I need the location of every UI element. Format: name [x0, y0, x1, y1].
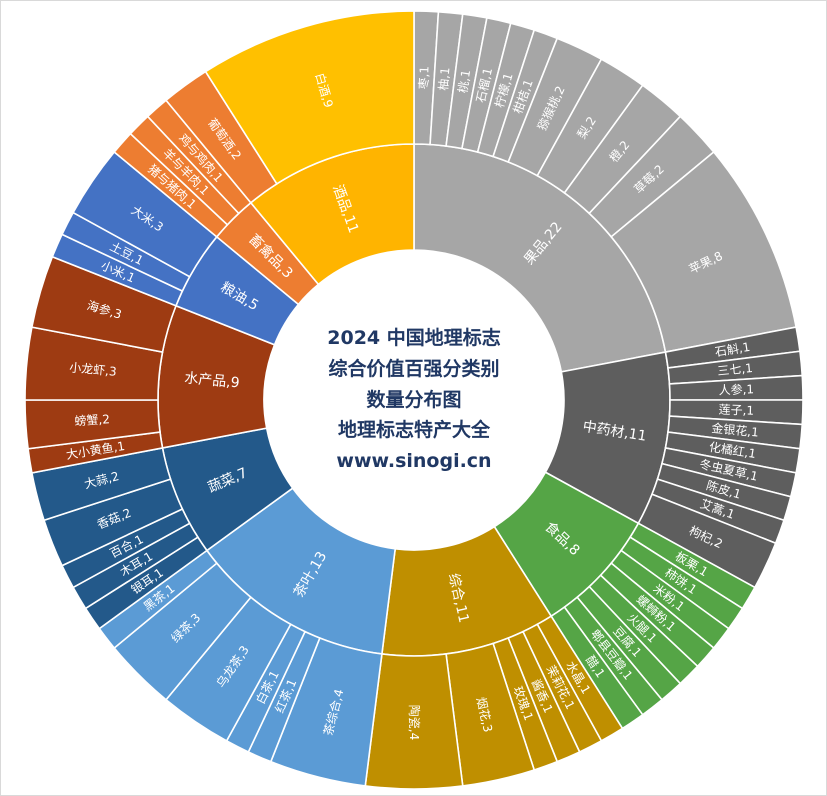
chart-center-block: 2024 中国地理标志 综合价值百强分类别 数量分布图 地理标志特产大全 www…: [327, 323, 501, 477]
center-subtitle: 地理标志特产大全: [337, 419, 490, 442]
sunburst-item-label: 石斛,1: [714, 340, 751, 359]
sunburst-item-label: 三七,1: [717, 361, 754, 378]
sunburst-item-label: 化橘红,1: [708, 439, 757, 461]
sunburst-category-label: 水产品,9: [184, 370, 241, 391]
sunburst-item-label: 小龙虾,3: [69, 360, 118, 378]
sunburst-item-label: 螃蟹,2: [74, 411, 110, 428]
sunburst-item-label: 陶瓷,4: [407, 705, 422, 740]
sunburst-item-label: 桃,1: [455, 69, 473, 95]
center-title-line-3: 数量分布图: [366, 388, 462, 411]
center-title-line-1: 2024 中国地理标志: [327, 327, 501, 350]
sunburst-item-segment: [204, 10, 415, 185]
sunburst-item-label: 莲子,1: [718, 403, 754, 418]
sunburst-item-label: 金银花,1: [711, 420, 760, 439]
center-title-line-2: 综合价值百强分类别: [328, 357, 500, 380]
sunburst-item-label: 柚,1: [435, 67, 452, 92]
sunburst-item-label: 人参,1: [718, 381, 754, 397]
sunburst-item-label: 枣,1: [417, 66, 432, 90]
center-website-url: www.sinogi.cn: [336, 450, 492, 473]
